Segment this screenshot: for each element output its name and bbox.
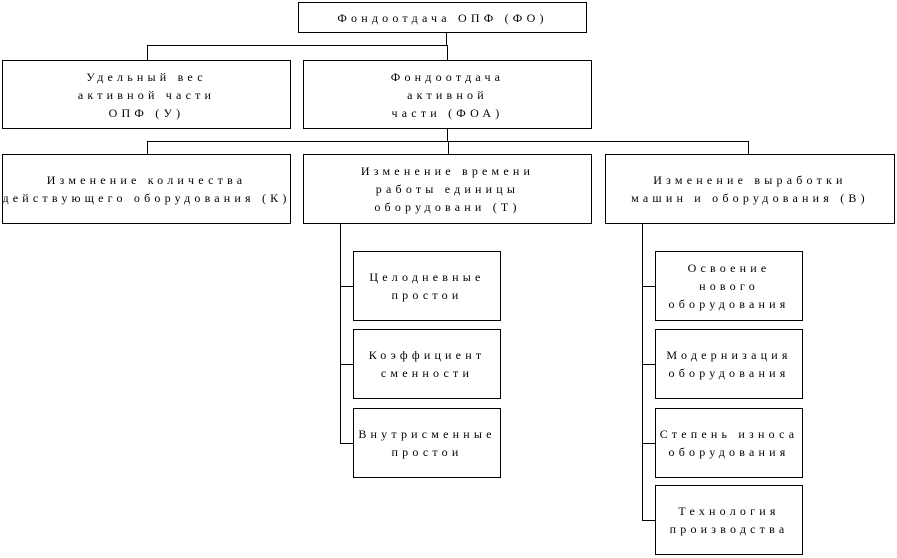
node-label-line: нового — [699, 279, 759, 293]
node-label-line: производства — [669, 522, 789, 536]
node-label-line: части (ФОА) — [391, 105, 504, 120]
connector — [642, 364, 656, 365]
connector — [340, 286, 354, 287]
connector — [447, 128, 448, 141]
node-label-line: оборудовани (Т) — [374, 200, 521, 214]
output-factor-node: Степень износа оборудования — [655, 408, 803, 478]
node-label-line: Освоение — [687, 261, 771, 275]
node-label-line: Коэффициент — [368, 348, 486, 362]
connector — [340, 364, 354, 365]
connector — [147, 45, 148, 61]
connector — [147, 141, 148, 155]
output-factor-node: Модернизация оборудования — [655, 329, 803, 399]
node-label-line: Изменение выработки — [653, 173, 847, 187]
node-label-line: работы единицы — [375, 182, 520, 196]
node-label: Внутрисменные простои — [358, 425, 495, 461]
node-label: Модернизация оборудования — [666, 346, 791, 382]
connector — [446, 32, 447, 45]
node-label-line: действующего оборудования (К) — [2, 191, 291, 205]
root-node: Фондоотдача ОПФ (ФО) — [298, 2, 587, 33]
node-label: Коэффициент сменности — [369, 346, 486, 382]
connector — [642, 286, 656, 287]
time-factor-node: Целодневные простои — [353, 251, 501, 321]
node-label: Освоение нового оборудования — [669, 259, 790, 313]
node-label: Изменение выработки машин и оборудования … — [631, 171, 869, 207]
node-label-line: ОПФ (У) — [108, 105, 185, 120]
connector — [147, 45, 448, 46]
connector — [447, 45, 448, 61]
time-factor-node: Внутрисменные простои — [353, 408, 501, 478]
connector — [340, 443, 354, 444]
active-part-node: Фондоотдача активной части (ФОА) — [303, 60, 592, 129]
node-label-line: Внутрисменные — [358, 427, 496, 441]
connector — [642, 520, 656, 521]
connector — [642, 443, 656, 444]
connector — [642, 223, 643, 521]
node-label: Изменение времени работы единицы оборудова… — [361, 162, 534, 216]
node-label-line: Технология — [678, 504, 780, 518]
time-factor-node: Коэффициент сменности — [353, 329, 501, 399]
output-factor-node: Освоение нового оборудования — [655, 251, 803, 321]
node-label-line: Изменение количества — [46, 173, 247, 187]
quantity-node: Изменение количества действующего оборудо… — [2, 154, 291, 224]
node-label: Степень износа оборудования — [660, 425, 799, 461]
node-label: Фондоотдача активной части (ФОА) — [391, 68, 504, 122]
node-label-line: Удельный вес — [86, 69, 207, 84]
node-label: Фондоотдача ОПФ (ФО) — [337, 9, 547, 27]
node-label: Изменение количества действующего оборудо… — [2, 171, 290, 207]
node-label-line: активной части — [77, 87, 216, 102]
node-label: Целодневные простои — [369, 268, 484, 304]
node-label-line: Изменение времени — [360, 164, 535, 178]
node-label-line: простои — [391, 445, 463, 459]
node-label-line: Степень износа — [659, 427, 799, 441]
node-label-line: Фондоотдача ОПФ (ФО) — [337, 10, 548, 25]
connector — [748, 141, 749, 155]
node-label: Технология производства — [670, 502, 789, 538]
node-label-line: сменности — [380, 366, 474, 380]
node-label-line: Целодневные — [369, 270, 485, 284]
output-node: Изменение выработки машин и оборудования … — [605, 154, 895, 224]
node-label-line: оборудования — [668, 445, 790, 459]
node-label-line: активной — [407, 87, 488, 102]
node-label-line: Фондоотдача — [390, 69, 505, 84]
time-node: Изменение времени работы единицы оборудова… — [303, 154, 592, 224]
connector — [448, 141, 449, 155]
node-label-line: Модернизация — [666, 348, 792, 362]
node-label-line: простои — [391, 288, 463, 302]
node-label-line: оборудования — [668, 366, 790, 380]
connector — [340, 223, 341, 444]
node-label-line: оборудования — [668, 297, 790, 311]
node-label-line: машин и оборудования (В) — [631, 191, 869, 205]
output-factor-node: Технология производства — [655, 485, 803, 555]
